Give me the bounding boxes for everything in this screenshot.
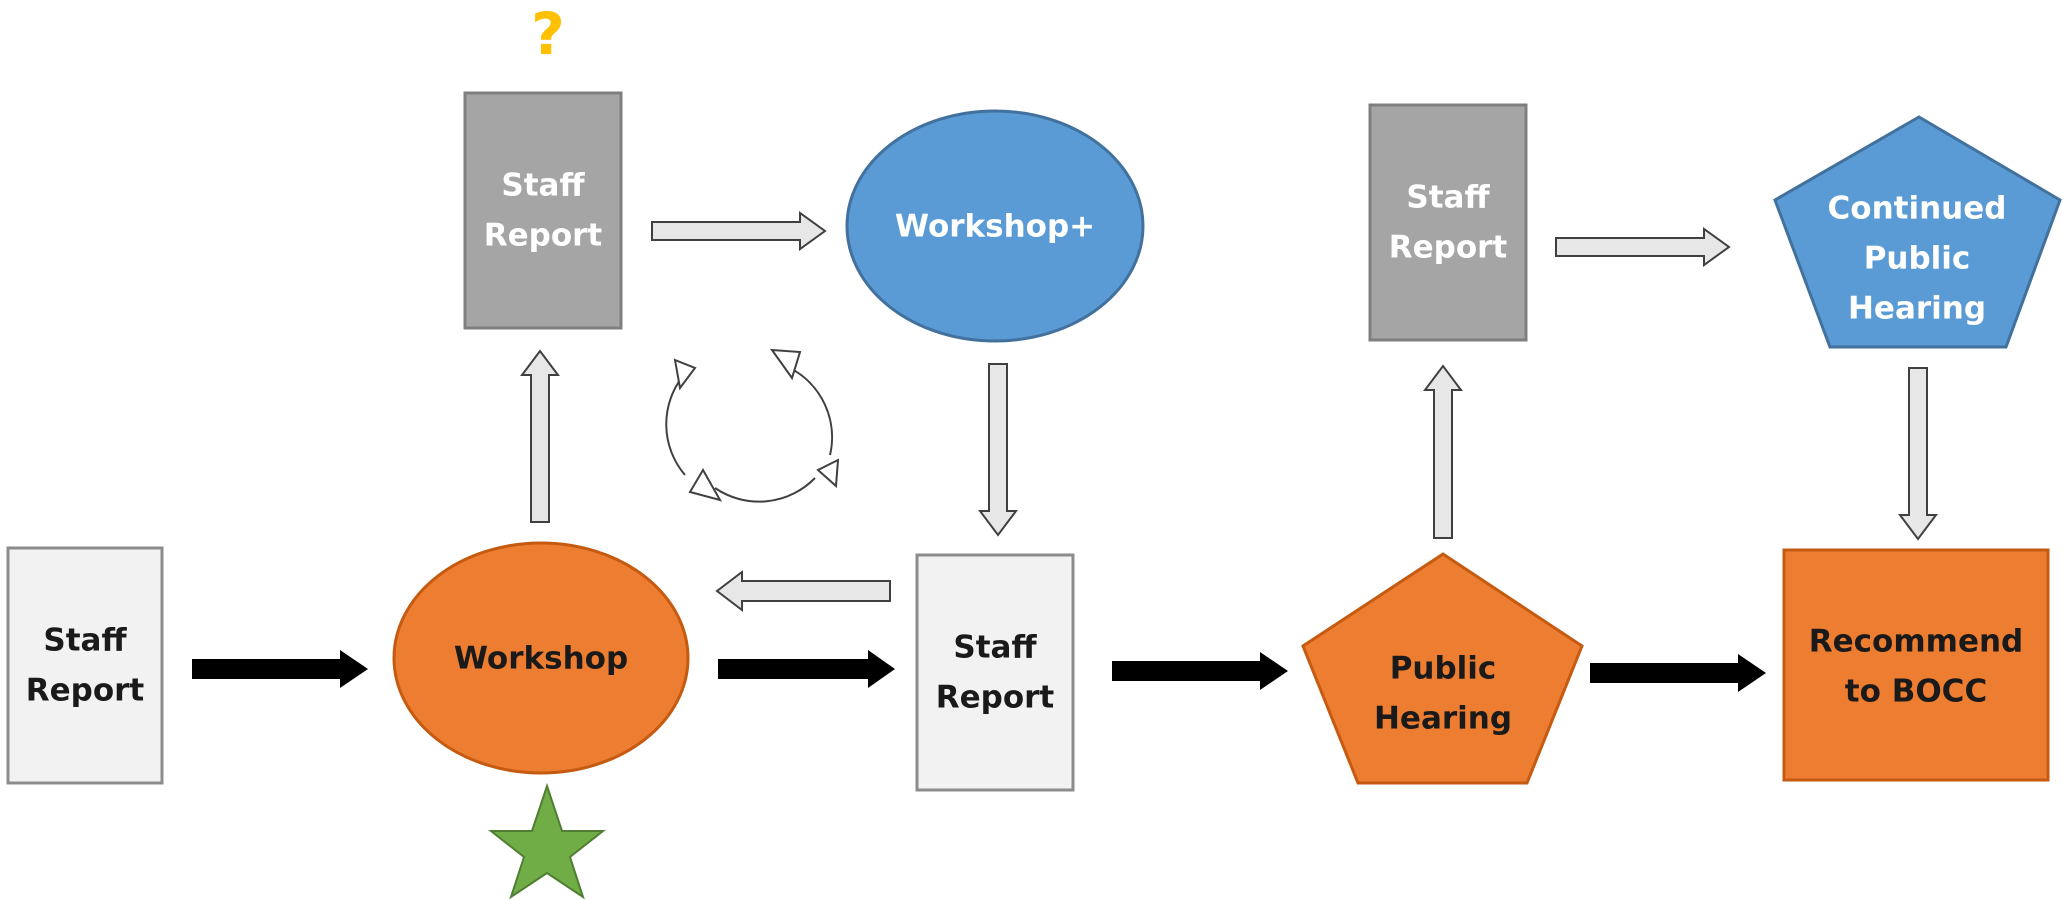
- recommend-bocc-box: [1782, 548, 2050, 782]
- arrow-workshop-to-staff-report: [718, 650, 895, 688]
- star-icon: [488, 782, 606, 900]
- arrow-staff-report-to-workshop-plus: [651, 211, 827, 251]
- continued-public-hearing-pentagon: [1773, 115, 2062, 349]
- cycle-arrowhead: [816, 458, 840, 489]
- cycle-arrow-segment: [789, 367, 834, 456]
- staff-report-top-box: [463, 91, 623, 330]
- continued-public-hearing-label-line3: Hearing: [1848, 291, 1986, 327]
- arrow-public-hearing-up-to-staff-report: [1423, 364, 1463, 539]
- staff-report-start-label-line2: Report: [26, 673, 145, 709]
- arrow-public-hearing-to-recommend: [1590, 654, 1766, 692]
- arrow-continued-hearing-down-to-recommend: [1898, 367, 1938, 541]
- cycle-arrow-segment: [714, 477, 816, 503]
- staff-report-mid-label-line2: Report: [936, 680, 1055, 716]
- cycle-arrowhead: [688, 468, 723, 502]
- public-hearing-label-line1: Public: [1390, 651, 1497, 687]
- continued-public-hearing-label-line2: Public: [1864, 241, 1971, 277]
- staff-report-right-label-line1: Staff: [1406, 180, 1490, 216]
- arrow-start-to-workshop: [192, 650, 368, 688]
- arrow-workshop-plus-down-to-staff-report: [978, 363, 1018, 537]
- arrow-staff-report-to-public-hearing: [1112, 652, 1288, 690]
- workshop-ellipse: [392, 541, 690, 775]
- public-hearing-label-line2: Hearing: [1374, 701, 1512, 737]
- cycle-arrows-icon: [665, 348, 840, 503]
- public-hearing-pentagon: [1301, 552, 1584, 785]
- staff-report-start-label-line1: Staff: [43, 623, 127, 659]
- continued-public-hearing-label-line1: Continued: [1828, 191, 2007, 227]
- recommend-bocc-label-line2: to BOCC: [1845, 674, 1987, 710]
- staff-report-top-label-line1: Staff: [501, 168, 585, 204]
- staff-report-mid-box: [915, 553, 1075, 792]
- question-mark: ?: [531, 0, 565, 68]
- staff-report-right-box: [1368, 103, 1528, 342]
- staff-report-start-box: [6, 546, 164, 785]
- recommend-bocc-label-line1: Recommend: [1809, 624, 2023, 660]
- staff-report-mid-label-line1: Staff: [953, 630, 1037, 666]
- staff-report-right-label-line2: Report: [1389, 230, 1508, 266]
- workshop-plus-label: Workshop+: [895, 209, 1095, 245]
- cycle-arrowhead: [673, 358, 697, 391]
- workshop-label: Workshop: [454, 641, 628, 677]
- arrow-workshop-up-to-staff-report: [520, 349, 560, 523]
- arrow-staff-report-back-to-workshop: [715, 569, 891, 613]
- cycle-arrow-segment: [665, 375, 686, 476]
- staff-report-top-label-line2: Report: [484, 218, 603, 254]
- arrow-staff-report-to-continued-hearing: [1555, 227, 1731, 267]
- workshop-plus-ellipse: [845, 109, 1145, 343]
- cycle-arrowhead: [769, 348, 802, 381]
